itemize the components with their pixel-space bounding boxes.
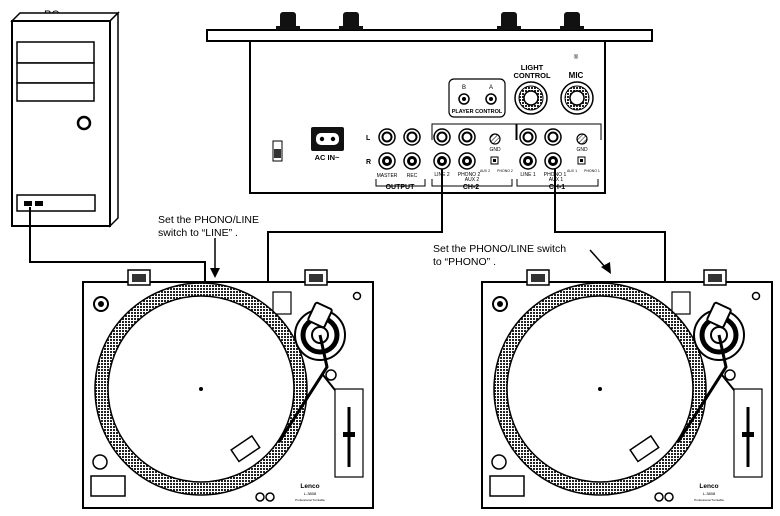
pitch-slider xyxy=(733,388,763,478)
rca-ch2-phono-l xyxy=(458,128,476,146)
annotation-right: Set the PHONO/LINE switch to “PHONO” . xyxy=(433,243,611,274)
light-control-label-1: LIGHT xyxy=(521,63,544,72)
hinge-right xyxy=(304,269,328,286)
spindle xyxy=(598,387,602,391)
mixer-knob-2 xyxy=(339,12,363,30)
mixer-rear-panel xyxy=(249,40,606,194)
ch2-gnd-screw xyxy=(489,133,501,145)
ch2-switch-phono-label: PHONO 2 xyxy=(497,169,513,173)
player-control-a-label: A xyxy=(489,85,493,91)
spindle xyxy=(199,387,203,391)
mixer-knob-1 xyxy=(276,12,300,30)
model-label: L-3808 xyxy=(304,491,317,496)
cable-outlet xyxy=(272,291,292,315)
mic-label: MIC xyxy=(569,71,584,80)
light-control-label-2: CONTROL xyxy=(513,71,550,80)
light-control-jack xyxy=(514,81,548,115)
ac-in-label: AC IN~ xyxy=(315,153,340,162)
annotation-left: Set the PHONO/LINE switch to “LINE” . xyxy=(158,214,259,278)
mic-jack xyxy=(560,81,594,115)
brand-label: Lenco xyxy=(300,483,319,490)
model-label: L-3808 xyxy=(703,491,716,496)
turntable-left: Lenco L-3808 Professional Turntable xyxy=(82,269,374,509)
hinge-left xyxy=(127,269,151,286)
rca-master-r xyxy=(378,152,396,170)
output-master-label: MASTER xyxy=(377,173,398,179)
brand-label: Lenco xyxy=(699,483,718,490)
output-l-label: L xyxy=(366,135,371,142)
power-button xyxy=(76,115,92,131)
tonearm xyxy=(629,334,728,463)
cables xyxy=(29,169,666,282)
start-stop-button xyxy=(489,475,525,497)
rca-ch1-line-l xyxy=(519,128,537,146)
cable-outlet xyxy=(671,291,691,315)
rca-rec-l xyxy=(403,128,421,146)
annotation-right-line1: Set the PHONO/LINE switch xyxy=(433,243,566,255)
cable-ch1-to-right-turntable xyxy=(554,169,666,282)
ch2-label: CH-2 xyxy=(463,184,479,191)
ch1-switch-aux-label: AUX 1 xyxy=(567,169,577,173)
rca-ch2-phono-r xyxy=(458,152,476,170)
player-control-b-label: B xyxy=(462,85,466,91)
dj-mixer: B A PLAYER CONTROL LIGHT CONTROL ® MIC xyxy=(206,12,653,194)
rca-ch1-line-r xyxy=(519,152,537,170)
arm-rest xyxy=(325,369,337,381)
screw xyxy=(751,291,761,301)
usb-port-2 xyxy=(35,201,43,206)
cable-ch2-to-left-turntable xyxy=(267,169,443,282)
hinge-left xyxy=(526,269,550,286)
annotation-left-line1: Set the PHONO/LINE xyxy=(158,214,259,226)
ac-in-socket xyxy=(311,127,344,151)
ch2-phono-label: PHONO 2 xyxy=(458,172,481,178)
ch2-gnd-label: GND xyxy=(489,147,501,153)
voltage-selector-switch xyxy=(272,140,283,162)
drive-bay-1 xyxy=(16,41,95,64)
subtitle-label: Professional Turntable xyxy=(295,498,325,502)
arm-rest xyxy=(724,369,736,381)
drive-bay-2 xyxy=(16,62,95,84)
subtitle-label: Professional Turntable xyxy=(694,498,724,502)
rca-ch2-line-r xyxy=(433,152,451,170)
ch1-aux-label: AUX 1 xyxy=(549,177,564,183)
ch1-gnd-screw xyxy=(576,133,588,145)
pitch-slider xyxy=(334,388,364,478)
ch1-line-label: LINE 1 xyxy=(520,172,536,178)
rca-ch1-phono-r xyxy=(544,152,562,170)
start-stop-knob xyxy=(491,454,507,470)
rca-rec-r xyxy=(403,152,421,170)
rca-ch2-line-l xyxy=(433,128,451,146)
pc-tower: PC xyxy=(10,9,120,228)
rca-ch1-phono-l xyxy=(544,128,562,146)
player-control-label: PLAYER CONTROL xyxy=(452,109,503,115)
hinge-right xyxy=(703,269,727,286)
player-control-box xyxy=(448,78,506,118)
ch1-switch-phono-label: PHONO 1 xyxy=(584,169,600,173)
output-label: OUTPUT xyxy=(386,184,416,191)
ch2-aux-label: AUX 2 xyxy=(465,177,480,183)
mixer-knob-3 xyxy=(497,12,521,30)
ch1-gnd-label: GND xyxy=(576,147,588,153)
registered-mark: ® xyxy=(574,54,579,61)
screw xyxy=(352,291,362,301)
start-stop-knob xyxy=(92,454,108,470)
ch2-switch-aux-label: AUX 2 xyxy=(480,169,490,173)
tonearm xyxy=(230,334,329,463)
start-stop-button xyxy=(90,475,126,497)
mixer-knob-4 xyxy=(560,12,584,30)
annotation-left-line2: switch to “LINE” . xyxy=(158,227,238,239)
output-rec-label: REC xyxy=(407,173,418,179)
usb-port-1 xyxy=(24,201,32,206)
annotation-right-line2: to “PHONO” . xyxy=(433,256,496,268)
rca-master-l xyxy=(378,128,396,146)
drive-bay-3 xyxy=(16,82,95,102)
ch1-label: CH-1 xyxy=(549,184,565,191)
cable-pc-to-left-turntable xyxy=(29,207,206,282)
turntable-right: Lenco L-3808 Professional Turntable xyxy=(481,269,773,509)
output-r-label: R xyxy=(366,159,371,166)
